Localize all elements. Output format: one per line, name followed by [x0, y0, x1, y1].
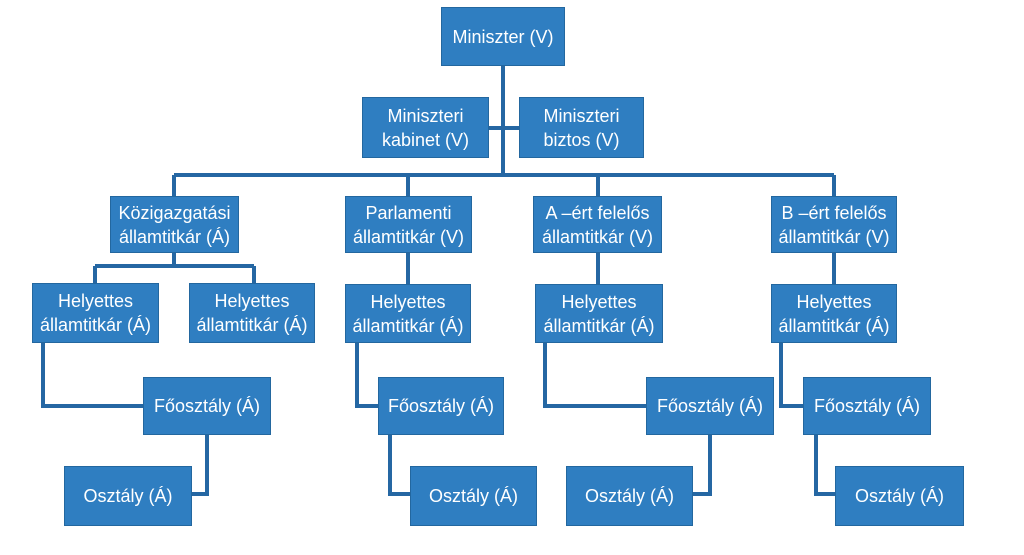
connector-dept2-unit2	[388, 434, 410, 496]
node-commissioner: Miniszteri biztos (V)	[519, 97, 644, 158]
connector-deputy4-dept3	[543, 343, 646, 408]
node-b-secretary: B –ért felelős államtitkár (V)	[771, 196, 897, 253]
connector-dept4-unit4	[814, 434, 835, 496]
node-cabinet: Miniszteri kabinet (V)	[362, 97, 489, 158]
node-dept-1: Főosztály (Á)	[143, 377, 271, 435]
connector-dept1-unit1	[192, 434, 209, 496]
node-deputy-3: Helyettes államtitkár (Á)	[345, 284, 471, 343]
node-deputy-1: Helyettes államtitkár (Á)	[32, 283, 159, 343]
node-admin-secretary: Közigazgatási államtitkár (Á)	[110, 196, 239, 253]
node-unit-4: Osztály (Á)	[835, 466, 964, 526]
connector-deputy1-dept1	[41, 343, 143, 408]
node-parl-secretary: Parlamenti államtitkár (V)	[345, 196, 472, 253]
connector-dept3-unit3	[693, 434, 712, 496]
node-dept-2: Főosztály (Á)	[378, 377, 504, 435]
node-unit-1: Osztály (Á)	[64, 466, 192, 526]
node-unit-3: Osztály (Á)	[566, 466, 693, 526]
node-a-secretary: A –ért felelős államtitkár (V)	[533, 196, 662, 253]
connector-deputy5-dept4	[779, 343, 803, 408]
node-dept-4: Főosztály (Á)	[803, 377, 931, 435]
node-deputy-5: Helyettes államtitkár (Á)	[771, 284, 897, 343]
node-deputy-2: Helyettes államtitkár (Á)	[189, 283, 315, 343]
node-minister: Miniszter (V)	[441, 7, 565, 66]
connector-deputy3-dept2	[355, 343, 378, 408]
node-unit-2: Osztály (Á)	[410, 466, 537, 526]
node-deputy-4: Helyettes államtitkár (Á)	[535, 284, 663, 343]
node-dept-3: Főosztály (Á)	[646, 377, 774, 435]
